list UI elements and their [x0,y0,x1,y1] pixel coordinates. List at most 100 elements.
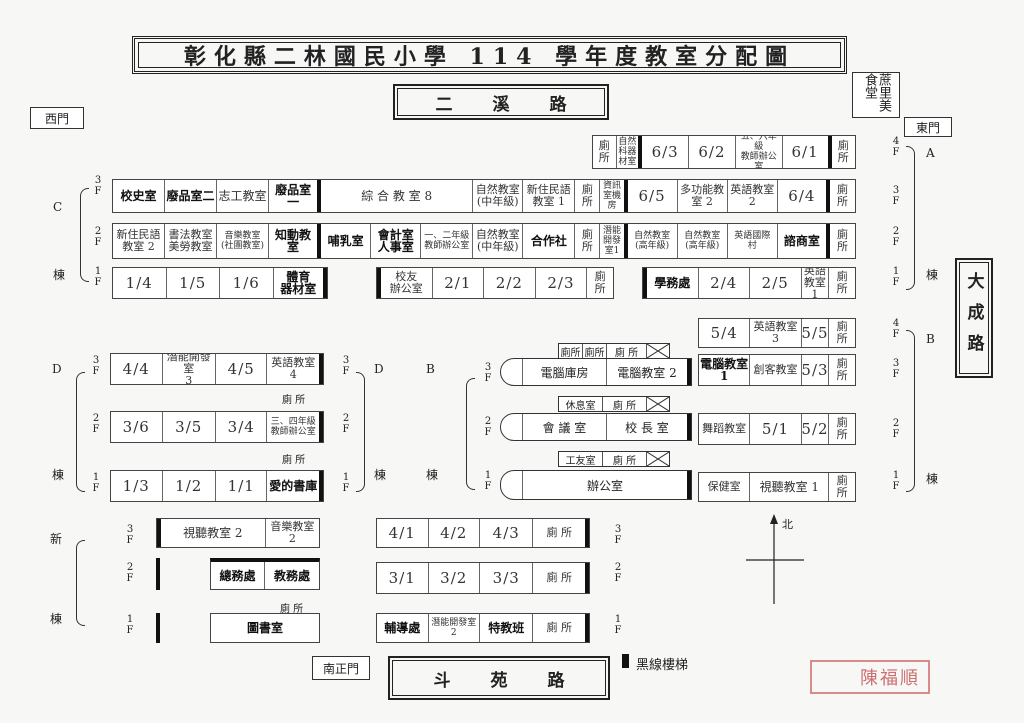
a-building-4f: 廁 所 自然 科器 材室 6/3 6/2 五、六年級 教師辦公室 6/1 廁 所 [592,135,856,169]
room: 4/4 [111,354,163,384]
brace [76,372,85,492]
c-building-1f-mid: 校友 辦公室 2/1 2/2 2/3 廁 所 [376,267,614,299]
room: 教務處 [274,568,311,583]
west-gate: 西門 [30,107,84,129]
floor-label: 2 F [126,562,134,584]
room: 3/5 [163,412,216,442]
room: 體育 器材室 [274,268,328,298]
floor-label: 3 F [892,358,900,380]
north-label: 北 [782,518,793,531]
b-mid-2f-top: 休息室 廁 所 [558,396,670,412]
toilet-label: 廁 所 [282,395,306,406]
room: 自然 科器 材室 [617,136,643,168]
room: 2/5 [750,268,802,298]
room: 保健室 [699,473,751,501]
room: 5/2 [802,414,830,444]
room: 1/3 [111,471,163,501]
stair-legend-icon [622,654,629,668]
room: 6/4 [778,180,830,212]
room: 校友 辦公室 [377,268,433,298]
room: 潛能 開發 室1 [600,224,628,258]
room: 6/3 [642,136,690,168]
floor-label: 1 F [94,266,102,288]
room: 廁 所 [603,397,647,412]
floor-label: 1 F [126,614,134,636]
building-label-c: C [53,200,63,214]
building-label-b: B [926,332,935,346]
building-label-d: D [374,362,384,376]
room: 廁 所 [837,139,849,164]
room: 自然教室 (高年級) [678,224,728,258]
room: 3/6 [111,412,163,442]
room: 電腦教室 1 [699,355,751,385]
room: 廁 所 [575,180,601,212]
room: 英語教室 1 [802,268,830,298]
room: 多功能教 室 2 [678,180,728,212]
room: 新住民語 教室 2 [113,224,165,258]
room: 4/3 [480,519,534,547]
stair-x [647,344,669,358]
building-label-b: B [426,362,435,376]
room: 資訊 室機 房 [600,180,628,212]
c-a-building-3f: 校史室 廢品室二 志工教室 廢品室一 綜 合 教 室 8 自然教室 (中年級) … [112,179,856,213]
building-wing-label: 棟 [926,472,939,486]
road-east: 大成路 [955,258,993,378]
floor-label: 2 F [94,226,102,248]
room: 4/1 [377,519,429,547]
b-building-3f: 電腦教室 1 創客教室 5/3 廁 所 [698,354,856,386]
floor-label: 3 F [484,362,492,384]
room: 廁 所 [533,614,589,642]
room: 1/5 [167,268,220,298]
road-south: 斗苑路 [388,656,610,700]
d-building-2f: 3/6 3/5 3/4 三、四年級 教師辦公室 [110,411,324,443]
b-mid-3f: 電腦庫房 電腦教室 2 [500,358,692,386]
b-mid-2f: 會 議 室 校 長 室 [500,413,692,441]
east-gate: 東門 [904,117,952,137]
room: 廁所 [559,344,583,359]
stair-x [647,452,669,466]
room: 廁 所 [836,416,848,441]
room: 2/2 [484,268,536,298]
road-north: 二溪路 [393,84,609,120]
room: 會計室 人事室 [371,224,422,258]
room: 2/4 [699,268,750,298]
room: 1/6 [220,268,274,298]
b-mid-1f: 辦公室 [500,470,692,500]
room: 廢品室二 [165,180,218,212]
room: 3/4 [216,412,268,442]
room: 工友室 [559,452,603,467]
floor-label: 2 F [484,416,492,438]
room: 音樂教室 2 [270,520,315,545]
room: 6/1 [783,136,832,168]
page-title: 彰化縣二林國民小學 114 學年度教室分配圖 [132,36,847,74]
room: 廁 所 [836,320,848,345]
room: 音樂教室 (社團教室) [217,224,269,258]
room: 電腦教室 2 [607,359,691,385]
south-gate: 南正門 [312,656,370,680]
new-building-1f-right: 輔導處 潛能開發室 2 特教班 廁 所 [376,613,590,643]
room: 潛能開發室 3 [163,354,216,384]
d-building-3f: 4/4 潛能開發室 3 4/5 英語教室 4 [110,353,324,385]
room: 辦公室 [523,471,691,499]
d-building-1f: 1/3 1/2 1/1 愛的書庫 [110,470,324,502]
room: 志工教室 [217,180,270,212]
rounded-end [501,471,523,499]
cafeteria: 蔗里美食堂 [852,72,900,118]
floor-label: 2 F [614,562,622,584]
room: 輔導處 [377,614,429,642]
brace [356,372,365,492]
room: 諮商室 [778,224,830,258]
floor-label: 3 F [892,185,900,207]
room: 廁所 [583,344,607,359]
room: 5/4 [699,319,751,347]
b-building-4f: 5/4 英語教室 3 5/5 廁 所 [698,318,856,348]
room: 1/1 [216,471,268,501]
room: 廁 所 [836,270,848,295]
room: 知動教室 [269,224,322,258]
room: 書法教室 美勞教室 [165,224,217,258]
floor-label: 3 F [94,175,102,197]
compass-icon [746,514,804,604]
legend-label: 黑線樓梯 [636,658,689,673]
floor-label: 2 F [342,413,350,435]
room: 自然教室 (中年級) [473,224,524,258]
